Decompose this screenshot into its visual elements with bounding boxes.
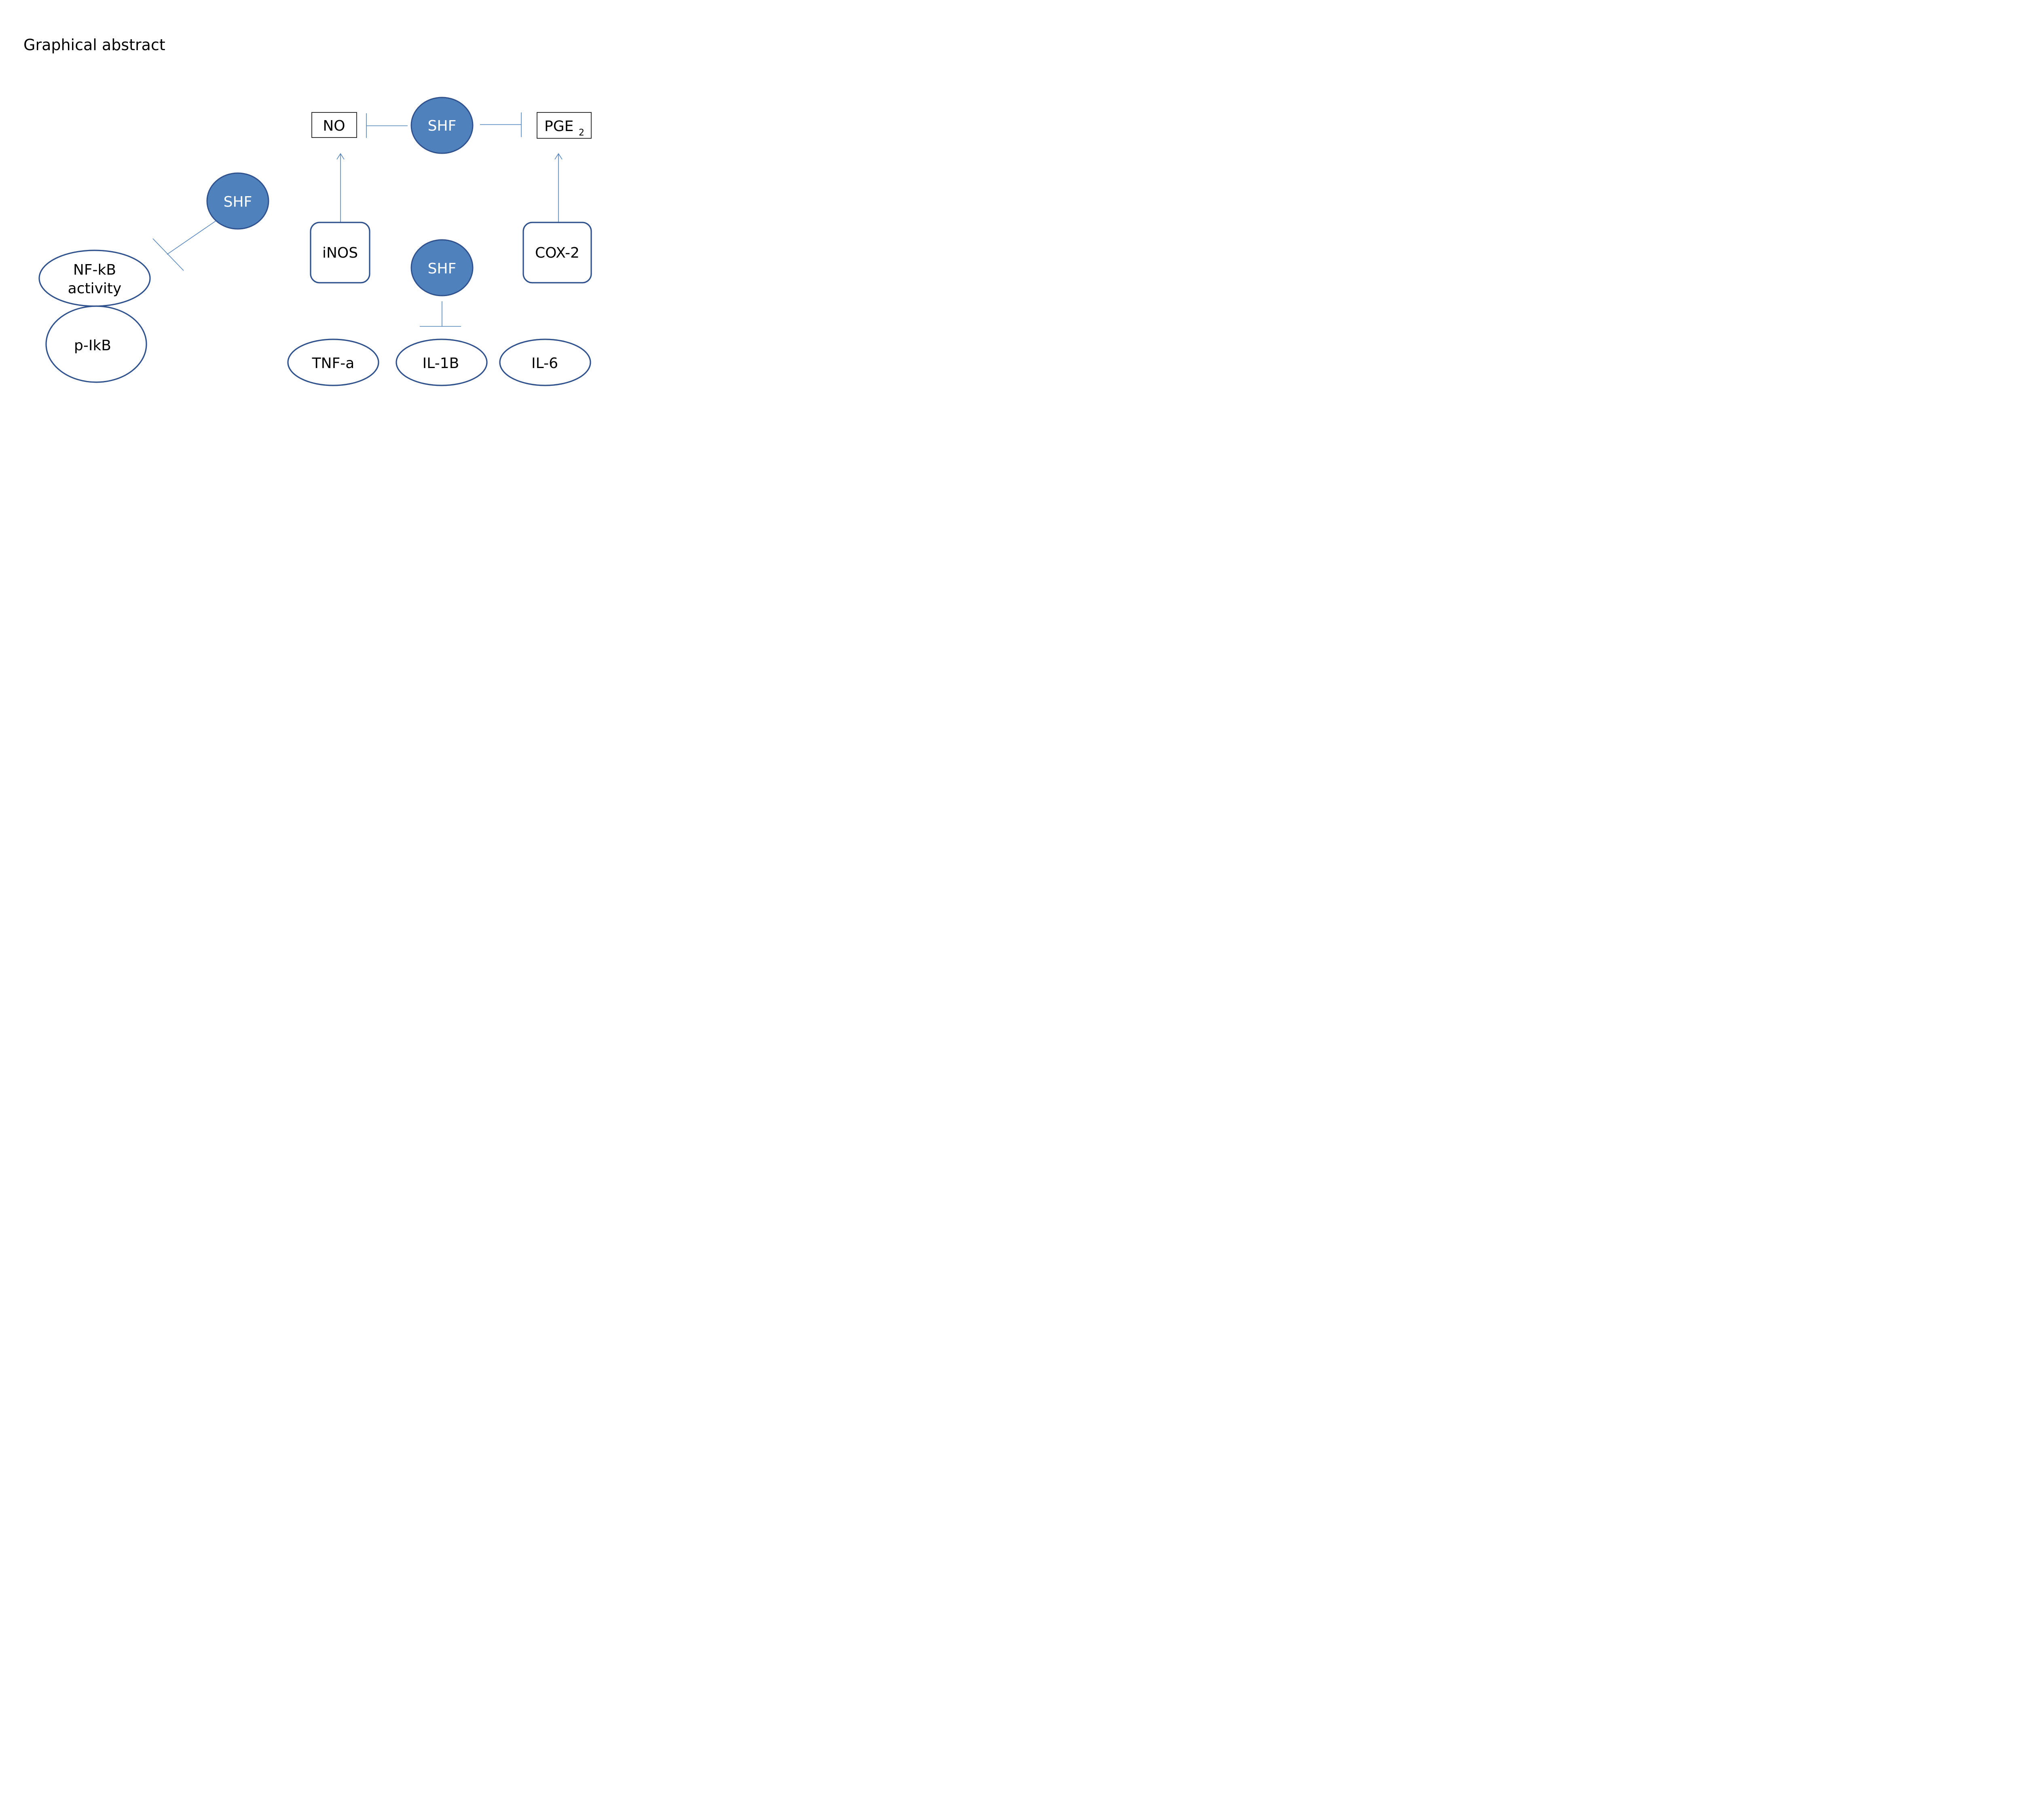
node-nfkb-activity: NF-kB activity <box>38 250 151 307</box>
page-title: Graphical abstract <box>23 36 165 54</box>
node-shf-left: SHF <box>206 172 269 230</box>
edge-shf-inhibits-no <box>366 113 408 138</box>
node-inos-box <box>310 222 370 284</box>
node-no-label: NO <box>323 118 345 134</box>
node-cox2-label: COX-2 <box>535 245 580 261</box>
node-shf-center-circle <box>410 239 474 296</box>
node-tnfa: TNF-a <box>287 339 379 386</box>
node-il6: IL-6 <box>499 339 591 386</box>
diagram-canvas: Graphical abstract NO PGE 2 <box>23 36 592 386</box>
node-pge2: PGE 2 <box>537 112 592 139</box>
edge-shf-inhibits-pge2 <box>480 112 522 137</box>
node-pikb-ellipse <box>45 305 147 383</box>
node-pge2-label: PGE <box>544 118 573 135</box>
edge-shf-inhibits-nfkb <box>152 220 216 271</box>
node-shf-left-circle <box>206 172 269 230</box>
node-inos: iNOS <box>310 222 370 284</box>
node-shf-top-label: SHF <box>428 118 457 134</box>
edge-shf-inhibits-il1b <box>420 301 461 327</box>
node-shf-top: SHF <box>410 97 474 154</box>
node-no: NO <box>311 112 357 138</box>
node-pikb-label: p-IkB <box>74 337 111 354</box>
node-shf-center-label: SHF <box>428 260 457 277</box>
node-pge2-subscript: 2 <box>579 128 584 138</box>
node-il1b-label: IL-1B <box>423 355 459 372</box>
node-nfkb-ellipse <box>38 250 151 307</box>
edge-cox2-activates-pge2 <box>554 153 563 222</box>
node-shf-center: SHF <box>410 239 474 296</box>
node-pikb: p-IkB <box>45 305 147 383</box>
node-tnfa-ellipse <box>287 339 379 386</box>
node-nfkb-label-line1: NF-kB <box>73 262 116 278</box>
node-il1b-ellipse <box>396 339 488 386</box>
edge-inos-activates-no <box>336 153 345 222</box>
edge-shf-nfkb-bar <box>152 238 184 271</box>
node-nfkb-label-line2: activity <box>68 280 122 297</box>
node-cox2-box <box>522 222 592 284</box>
node-tnfa-label: TNF-a <box>312 355 355 372</box>
node-pge2-box <box>537 112 592 139</box>
edge-shf-nfkb-line <box>167 220 216 255</box>
node-cox2: COX-2 <box>522 222 592 284</box>
node-il6-ellipse <box>499 339 591 386</box>
node-inos-label: iNOS <box>322 245 358 261</box>
edge-inos-no-arrowhead <box>336 153 345 160</box>
node-no-box <box>311 112 357 138</box>
node-il1b: IL-1B <box>396 339 488 386</box>
node-il6-label: IL-6 <box>531 355 558 372</box>
node-shf-left-label: SHF <box>224 194 252 210</box>
edge-cox2-pge2-arrowhead <box>554 153 563 160</box>
node-shf-top-circle <box>410 97 474 154</box>
